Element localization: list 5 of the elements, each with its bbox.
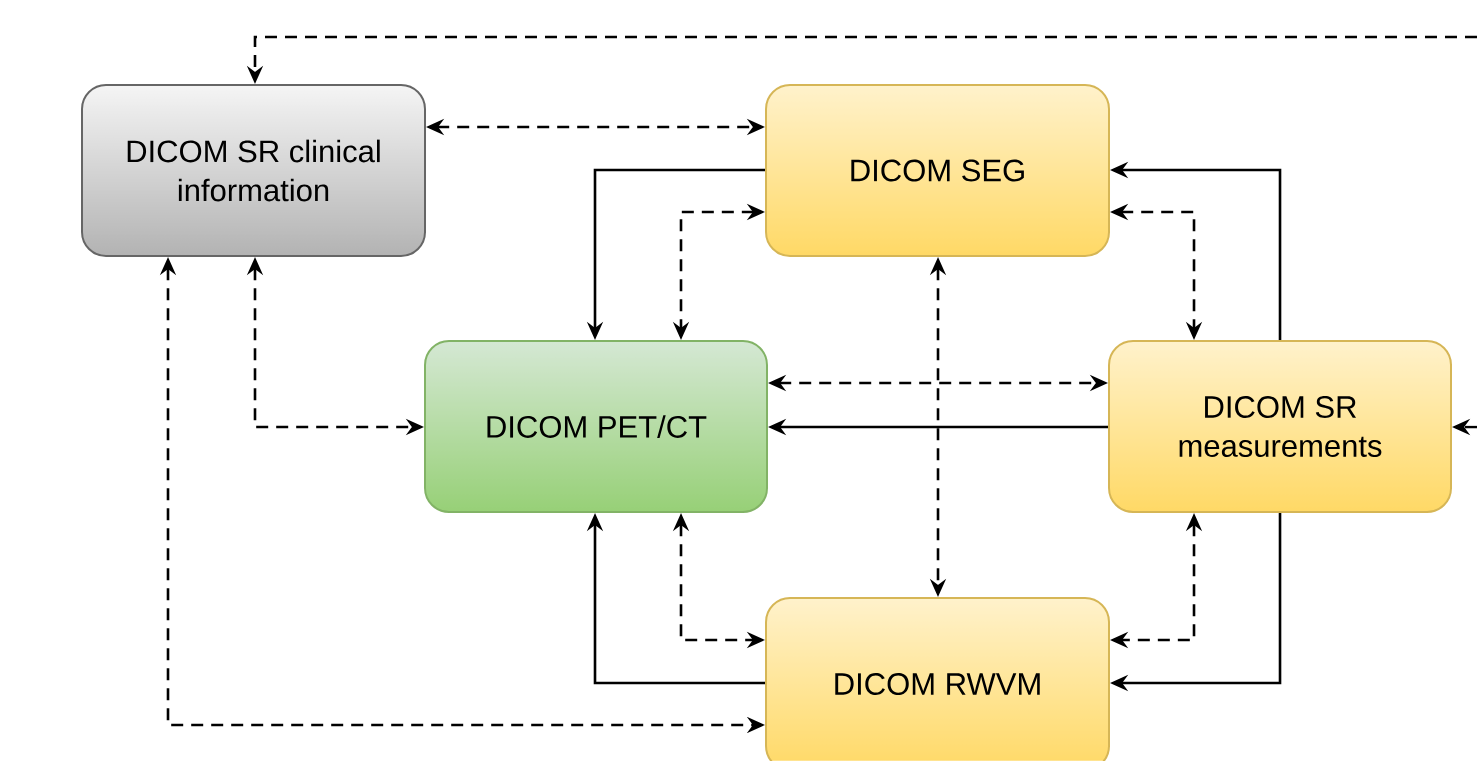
process-box: DICOM RWVM xyxy=(765,597,1110,761)
process-box: DICOM SEG xyxy=(765,84,1110,257)
process-box: DICOM SR measurements xyxy=(1108,340,1452,513)
process-box: DICOM PET/CT xyxy=(424,340,768,513)
process-box: DICOM SR clinical information xyxy=(81,84,426,257)
